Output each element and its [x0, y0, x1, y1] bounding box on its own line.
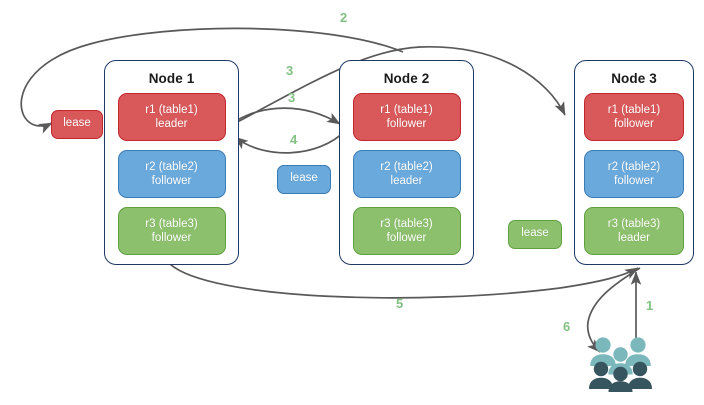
node-1[interactable]: Node 1 r1 (table1) leader r2 (table2) fo… [104, 60, 239, 265]
node-2-replica-r2[interactable]: r2 (table2) leader [352, 150, 461, 198]
step-label-5: 5 [396, 296, 404, 311]
step-label-3-upper: 3 [286, 63, 294, 78]
node-2-replica-r3[interactable]: r3 (table3) follower [352, 207, 461, 255]
node-1-replica-r1-name: r1 (table1) [145, 104, 198, 116]
node-2-replica-r1[interactable]: r1 (table1) follower [352, 93, 461, 141]
node-1-title: Node 1 [148, 71, 195, 86]
lease-chip-green[interactable]: lease [508, 220, 562, 249]
node-2-replica-r2-role: leader [390, 175, 423, 187]
node-3-replica-r1-role: follower [614, 118, 654, 130]
node-3-replica-r3[interactable]: r3 (table3) leader [584, 207, 684, 255]
node-3-title: Node 3 [611, 71, 657, 86]
lease-chip-blue[interactable]: lease [277, 165, 331, 194]
node-2-replica-r1-name: r1 (table1) [380, 104, 433, 116]
node-3-replica-r1-name: r1 (table1) [607, 104, 661, 116]
users-front-row [589, 361, 652, 392]
node-2-replica-r2-name: r2 (table2) [380, 161, 433, 173]
node-1-replica-r2-role: follower [151, 175, 192, 187]
node-1-replica-r2-name: r2 (table2) [145, 161, 198, 173]
node-1-replica-r3-role: follower [151, 232, 192, 244]
node-3-replica-r3-name: r3 (table3) [607, 218, 661, 230]
step-label-3-lower: 3 [288, 90, 296, 105]
users-icon [589, 337, 652, 392]
node-2-replica-r1-role: follower [386, 118, 427, 130]
node-2-replica-r3-role: follower [386, 232, 427, 244]
node-3[interactable]: Node 3 r1 (table1) follower r2 (table2) … [574, 60, 694, 265]
node-2[interactable]: Node 2 r1 (table1) follower r2 (table2) … [339, 60, 474, 265]
node-3-replica-r1[interactable]: r1 (table1) follower [584, 93, 684, 141]
node-1-replica-r1-role: leader [155, 118, 188, 130]
node-1-replica-r1[interactable]: r1 (table1) leader [117, 93, 226, 141]
arrow-step-3-to-node2 [221, 107, 341, 132]
lease-chip-red[interactable]: lease [51, 110, 103, 139]
node-1-replica-r2[interactable]: r2 (table2) follower [117, 150, 226, 198]
node-1-replica-r3[interactable]: r3 (table3) follower [117, 207, 226, 255]
node-1-replica-r3-name: r3 (table3) [145, 218, 198, 230]
node-3-replica-r3-role: leader [618, 232, 650, 244]
node-2-title: Node 2 [383, 71, 430, 86]
node-3-replica-r2-role: follower [614, 175, 654, 187]
node-2-replica-r3-name: r3 (table3) [380, 218, 433, 230]
node-3-replica-r2-name: r2 (table2) [607, 161, 661, 173]
step-label-1: 1 [646, 298, 654, 313]
step-label-4: 4 [290, 132, 298, 147]
step-label-6: 6 [563, 319, 571, 334]
arrow-step-5 [169, 263, 639, 299]
node-3-replica-r2[interactable]: r2 (table2) follower [584, 150, 684, 198]
step-label-2: 2 [340, 10, 348, 25]
